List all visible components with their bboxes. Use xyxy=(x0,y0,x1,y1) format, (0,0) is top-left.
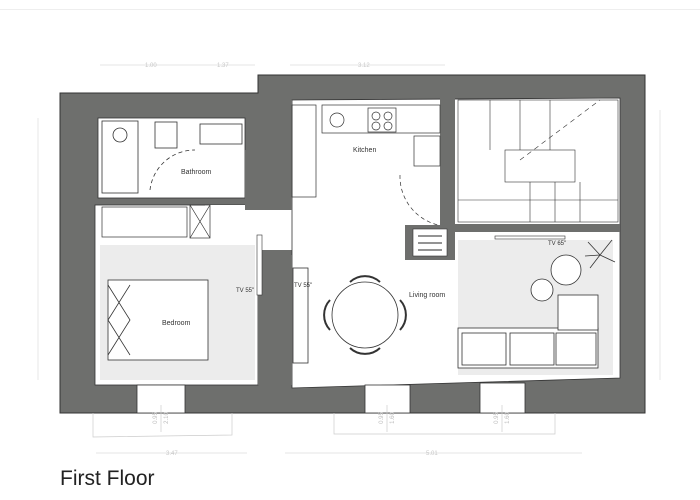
window-2-width: 0.95 xyxy=(379,412,385,424)
sofa xyxy=(457,254,599,369)
dim-top-1: 1.00 xyxy=(145,63,157,69)
top-divider xyxy=(0,9,700,10)
room-label-bedroom: Bedroom xyxy=(162,320,191,327)
plant-icon xyxy=(584,239,616,269)
interior-wall xyxy=(245,150,260,210)
room-label-living-room: Living room xyxy=(409,292,445,299)
window-3-width: 0.95 xyxy=(494,412,500,424)
tv-label-living-large: TV 65'' xyxy=(548,241,566,247)
pillows xyxy=(107,284,131,356)
dim-bottom-1: 3.47 xyxy=(166,451,178,457)
interior-wall xyxy=(258,255,292,385)
dimension-lines xyxy=(37,64,661,454)
window-1-width: 0.95 xyxy=(153,412,159,424)
interior-wall xyxy=(455,224,620,232)
bed xyxy=(107,279,209,361)
tv-label-bedroom: TV 55'' xyxy=(236,288,254,294)
bathroom-room xyxy=(97,117,246,199)
interior-wall xyxy=(258,100,292,210)
bathroom-fixtures xyxy=(101,120,243,194)
interior-wall xyxy=(440,98,455,228)
towel-bars xyxy=(418,235,442,251)
staircase xyxy=(457,99,619,223)
bedroom-tv xyxy=(256,234,263,296)
room-label-bathroom: Bathroom xyxy=(181,169,212,176)
window-3-height: 1.60 xyxy=(505,412,511,424)
dim-bottom-2: 5.01 xyxy=(426,451,438,457)
window-1-height: 2.10 xyxy=(164,412,170,424)
dim-top-2: 1.37 xyxy=(217,63,229,69)
dim-top-3: 3.12 xyxy=(358,63,370,69)
windows xyxy=(136,382,526,414)
room-label-kitchen: Kitchen xyxy=(353,147,376,154)
window-2-height: 1.60 xyxy=(390,412,396,424)
living-tv-65 xyxy=(494,235,566,240)
tv-label-living-small: TV 55'' xyxy=(294,283,312,289)
dining-table xyxy=(292,267,407,364)
wardrobe xyxy=(101,204,211,239)
hallway xyxy=(205,205,295,250)
floor-title: First Floor xyxy=(60,467,155,490)
kitchen-counters xyxy=(291,104,441,226)
window-dimension-brackets xyxy=(92,405,556,438)
